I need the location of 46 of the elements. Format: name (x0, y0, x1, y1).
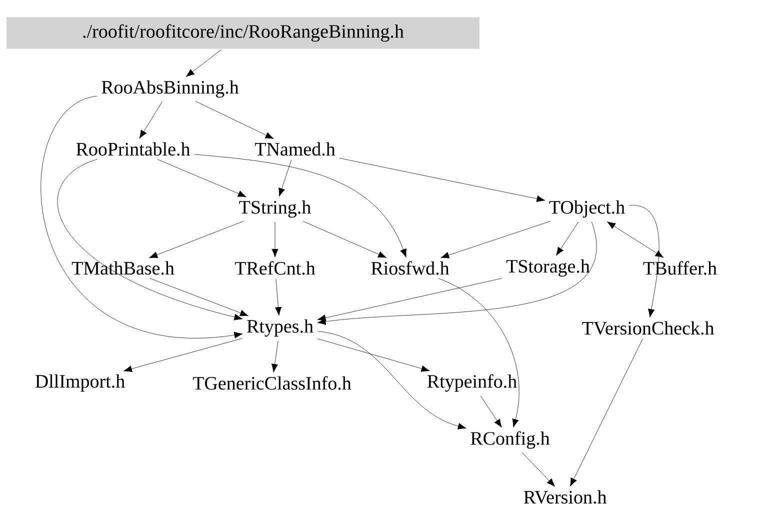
file-label: RVersion.h (524, 490, 606, 504)
file-label: RooPrintable.h (76, 142, 190, 156)
file-label: TObject.h (549, 200, 625, 218)
file-label: RConfig.h (470, 431, 550, 449)
arrow (317, 278, 502, 322)
arrow (629, 205, 660, 318)
file-label: TStorage.h (506, 259, 590, 277)
file-label: Riosfwd.h (371, 261, 450, 275)
arrow (149, 221, 244, 258)
arrow (139, 102, 162, 139)
arrow (157, 159, 246, 198)
arrow (41, 96, 243, 338)
arrow (150, 278, 248, 316)
arrow (556, 221, 579, 256)
arrow (278, 160, 292, 197)
arrow (317, 338, 430, 372)
file-label: TMathBase.h (72, 261, 174, 275)
file-label: Rtypes.h (247, 319, 314, 337)
arrow (480, 396, 502, 428)
file-label: RooAbsBinning.h (102, 80, 239, 98)
arrow (302, 221, 387, 258)
file-label: TGenericClassInfo.h (192, 376, 352, 390)
file-label: Rtypeinfo.h (427, 374, 517, 392)
arrow (124, 338, 243, 372)
arrow (317, 222, 597, 325)
file-label: DllImport.h (35, 374, 125, 392)
arrow (272, 222, 278, 258)
arrow (440, 220, 551, 258)
arrow (186, 49, 222, 77)
file-label: TRefCnt.h (234, 261, 316, 275)
file-label: TString.h (239, 200, 311, 218)
arrow (522, 452, 556, 487)
arrow (57, 159, 243, 320)
arrow (194, 154, 406, 258)
arrow (339, 158, 546, 202)
arrow (570, 338, 643, 487)
arrow (195, 101, 274, 139)
file-label: TVersionCheck.h (582, 321, 714, 335)
root-file-box: ./roofit/roofitcore/inc/RooRangeBinning.h (6, 17, 480, 49)
arrow (318, 331, 466, 430)
file-label: TNamed.h (255, 142, 336, 156)
arrow (438, 278, 520, 428)
file-label: TBuffer.h (643, 261, 717, 275)
arrow (606, 222, 664, 258)
arrow (271, 340, 278, 372)
arrow (274, 278, 282, 316)
